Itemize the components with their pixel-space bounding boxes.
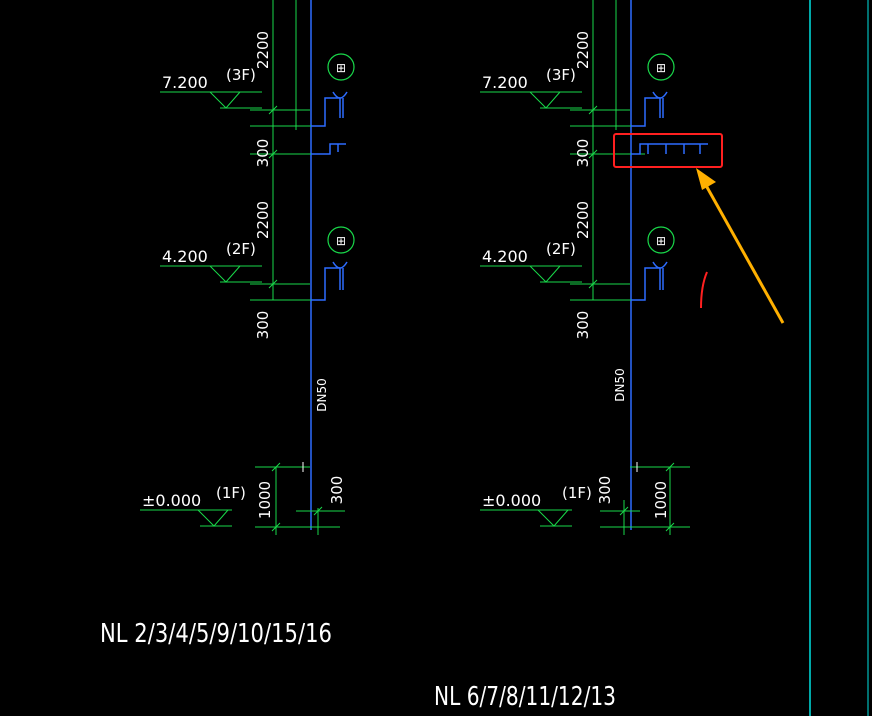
faucet-icon: ⊞ [327, 53, 355, 81]
elevation-1f: ±0.000 [142, 491, 201, 510]
svg-text:⊞: ⊞ [656, 61, 666, 75]
elevation-2f: 4.200 [482, 247, 528, 266]
faucet-icon: ⊞ [647, 53, 675, 81]
floor-2f: (2F) [226, 240, 256, 258]
svg-text:⊞: ⊞ [336, 234, 346, 248]
elevation-1f: ±0.000 [482, 491, 541, 510]
dim-upper-height: 2200 [574, 31, 592, 69]
faucet-icon: ⊞ [647, 226, 675, 254]
dim-base-height: 1000 [652, 481, 670, 519]
elevation-3f: 7.200 [162, 73, 208, 92]
level-symbol-3f [480, 91, 582, 109]
base-dims [255, 462, 345, 535]
red-handwritten-mark [700, 271, 708, 309]
dim-mid-height: 2200 [254, 201, 272, 239]
elevation-2f: 4.200 [162, 247, 208, 266]
dim-gap-upper: 300 [254, 139, 272, 168]
floor-1f: (1F) [562, 484, 592, 502]
dim-base-height: 1000 [256, 481, 274, 519]
dim-base-offset: 300 [328, 476, 346, 505]
dim-upper-height: 2200 [254, 31, 272, 69]
left-riser-diagram: 2200 300 2200 300 7.200 (3F) 4.200 (2F) … [100, 0, 355, 649]
branch-pipe-3f [631, 91, 668, 127]
pipe-size-label: DN50 [315, 378, 329, 412]
faucet-icon: ⊞ [327, 226, 355, 254]
diagram-title-left: NL 2/3/4/5/9/10/15/16 [100, 619, 332, 649]
level-symbol-1f [480, 509, 572, 527]
branch-pipe-3f [311, 91, 348, 127]
floor-3f: (3F) [226, 66, 256, 84]
level-symbol-3f [160, 91, 262, 109]
branch-stub-upper [311, 143, 346, 155]
branch-pipe-2f [631, 261, 668, 301]
pipe-size-label: DN50 [613, 368, 627, 402]
elevation-3f: 7.200 [482, 73, 528, 92]
svg-text:⊞: ⊞ [656, 234, 666, 248]
base-dims [600, 462, 690, 535]
floor-3f: (3F) [546, 66, 576, 84]
branch-pipe-2f [311, 261, 348, 301]
highlight-box [613, 133, 723, 168]
branch-stub-triple [631, 143, 708, 155]
right-riser-diagram: 2200 300 2200 300 7.200 (3F) 4.200 (2F) … [434, 0, 708, 712]
dim-gap-lower: 300 [574, 311, 592, 340]
dim-base-offset: 300 [596, 476, 614, 505]
level-symbol-2f [480, 265, 582, 283]
floor-1f: (1F) [216, 484, 246, 502]
dim-mid-height: 2200 [574, 201, 592, 239]
dim-ticks [570, 105, 645, 301]
level-symbol-2f [160, 265, 262, 283]
diagram-title-right: NL 6/7/8/11/12/13 [434, 682, 616, 712]
dim-gap-upper: 300 [574, 139, 592, 168]
floor-2f: (2F) [546, 240, 576, 258]
svg-text:⊞: ⊞ [336, 61, 346, 75]
level-symbol-1f [140, 509, 232, 527]
annotation-arrow [696, 168, 785, 324]
dim-gap-lower: 300 [254, 311, 272, 340]
